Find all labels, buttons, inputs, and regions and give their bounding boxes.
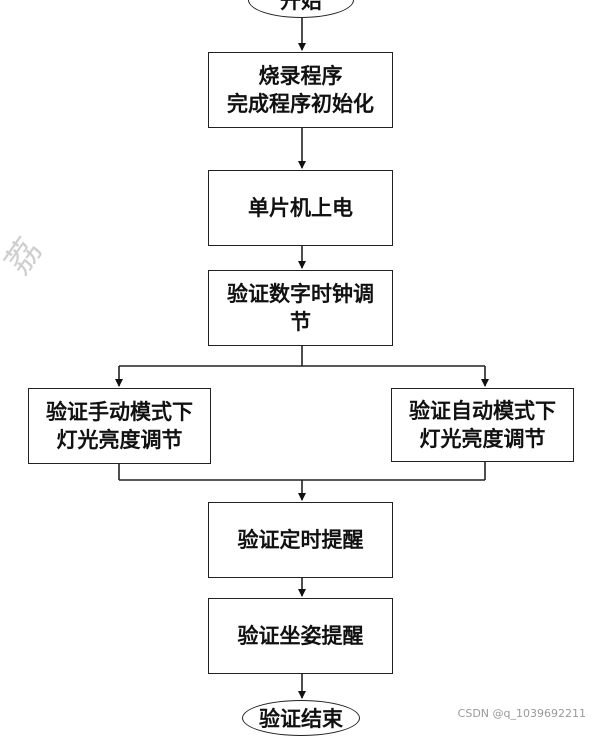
step-power-on: 单片机上电 (208, 170, 393, 246)
step-burn-program: 烧录程序 完成程序初始化 (208, 52, 393, 128)
step-verify-posture: 验证坐姿提醒 (208, 598, 393, 674)
branch-manual-line-2: 灯光亮度调节 (56, 427, 183, 452)
step-verify-timer: 验证定时提醒 (208, 502, 393, 578)
step-burn-line-1: 烧录程序 (258, 63, 343, 88)
start-label: 开始 (280, 0, 322, 13)
branch-auto-line-1: 验证自动模式下 (409, 398, 556, 423)
start-terminal: 开始 (248, 0, 354, 18)
end-terminal: 验证结束 (242, 700, 360, 736)
step-clock-line-1: 验证数字时钟调 (227, 281, 374, 306)
step-posture-line-1: 验证坐姿提醒 (237, 623, 364, 648)
branch-auto-line-2: 灯光亮度调节 (419, 426, 546, 451)
branch-auto-mode: 验证自动模式下 灯光亮度调节 (391, 388, 574, 462)
step-timer-line-1: 验证定时提醒 (237, 527, 364, 552)
branch-manual-line-1: 验证手动模式下 (46, 399, 193, 424)
step-clock-line-2: 节 (290, 309, 311, 334)
step-burn-line-2: 完成程序初始化 (227, 91, 374, 116)
end-label: 验证结束 (259, 706, 343, 731)
step-power-line-1: 单片机上电 (248, 195, 353, 220)
step-verify-clock: 验证数字时钟调 节 (208, 270, 393, 346)
source-credit: CSDN @q_1039692211 (457, 707, 586, 720)
branch-manual-mode: 验证手动模式下 灯光亮度调节 (28, 388, 211, 464)
